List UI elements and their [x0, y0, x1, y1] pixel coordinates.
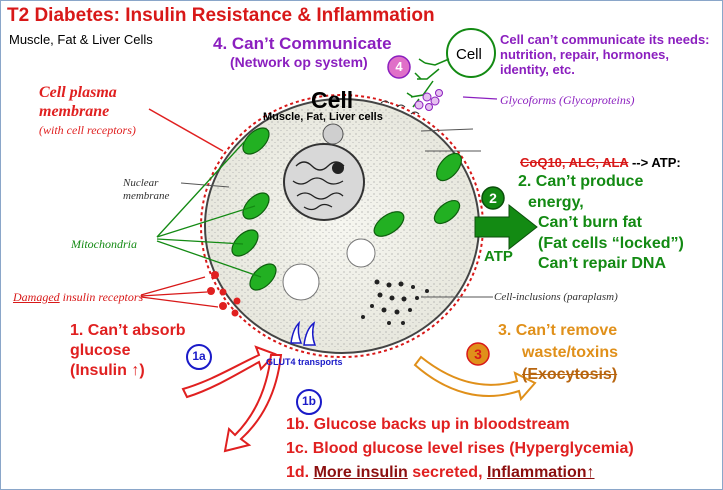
communicate-sub: (Network op system) [230, 54, 368, 70]
vacuole-1 [282, 263, 320, 301]
consequence-1d-mid: secreted, [407, 464, 487, 481]
damaged-receptors-label: Damaged insulin receptors [13, 290, 143, 305]
page-title: T2 Diabetes: Insulin Resistance & Inflam… [7, 5, 435, 26]
nuclear-line1: Nuclear [123, 177, 159, 189]
subtitle: Muscle, Fat & Liver Cells [9, 32, 153, 47]
damaged-rest: insulin receptors [59, 290, 144, 304]
vacuole-top [322, 123, 344, 145]
mitochondrion-5 [433, 199, 461, 225]
remove-line-2: waste/toxins [522, 344, 619, 361]
cell-subtitle: Muscle, Fat, Liver cells [263, 111, 383, 123]
plasma-membrane-label: Cell plasma membrane [39, 83, 117, 121]
energy-line-2: energy, [528, 193, 584, 211]
communicate-label: 4. Can’t Communicate [213, 34, 392, 53]
cell-texture [208, 102, 476, 350]
remove-line-3: (Exocytosis) [498, 364, 618, 386]
label-lines [140, 96, 498, 308]
badge-4-label: 4 [395, 59, 403, 74]
coq-strike: CoQ10, ALC, ALA [520, 155, 629, 170]
consequence-1d-prefix: 1d. [286, 464, 314, 481]
consequence-1d: 1d. More insulin secreted, Inflammation↑ [286, 461, 634, 485]
inclusions-label: Cell-inclusions (paraplasm) [494, 291, 618, 303]
energy-line-1: 2. Can’t produce [518, 173, 644, 190]
absorb-text: 1. Can’t absorb glucose (Insulin ↑) [70, 321, 186, 381]
mitochondrion-1 [242, 127, 270, 155]
badge-3-circle [466, 342, 490, 366]
plasma-sub-label: (with cell receptors) [39, 123, 136, 137]
needs-text: Cell can’t communicate its needs: nutrit… [500, 32, 710, 77]
energy-line-4: (Fat cells “locked”) [538, 234, 684, 252]
damaged-receptor-dots [207, 271, 241, 317]
plasma-line1: Cell plasma [39, 84, 117, 101]
nucleus [283, 143, 365, 221]
energy-arrow [474, 203, 538, 251]
glycoforms-label: Glycoforms (Glycoproteins) [500, 93, 635, 107]
nucleolus [332, 162, 344, 174]
absorb-line-1: 1. Can’t absorb [70, 322, 186, 339]
absorb-line-2: glucose [70, 342, 131, 359]
badge-1b-label: 1b [301, 394, 316, 408]
backup-arrow [223, 354, 283, 453]
coq-line: CoQ10, ALC, ALA --> ATP: [520, 155, 681, 170]
mitochondrion-7 [249, 263, 277, 291]
plasma-line2: membrane [39, 103, 110, 120]
glycoform-chains [406, 58, 450, 108]
nuclear-line2: membrane [123, 190, 170, 202]
mitochondria-group [231, 127, 462, 291]
plasma-pointer [148, 108, 224, 152]
waste-arrow [413, 355, 537, 402]
more-insulin: More insulin [313, 464, 408, 481]
exocytosis: (Exocytosis) [522, 366, 618, 383]
glut4-label: GLUT4 transports [266, 357, 343, 367]
glycoform-nodes [414, 89, 443, 111]
glut4-transporter [290, 320, 317, 346]
mitochondria-label: Mitochondria [71, 237, 137, 251]
mitochondrion-6 [231, 229, 259, 257]
consequence-1c: 1c. Blood glucose level rises (Hyperglyc… [286, 440, 634, 457]
badge-1b-circle [296, 389, 322, 415]
badge-3-label: 3 [474, 346, 482, 362]
mitochondrion-3 [242, 192, 270, 220]
nuclear-membrane-label: Nuclear membrane [123, 177, 169, 203]
cell-inclusions [361, 279, 429, 325]
chromatin [292, 161, 345, 211]
remove-line-1: 3. Can’t remove [498, 322, 618, 339]
atp-label: ATP [484, 248, 513, 265]
damaged-word: Damaged [13, 290, 60, 304]
badge-2-label: 2 [489, 190, 497, 206]
consequences-text: 1b. Glucose backs up in bloodstream 1c. … [286, 413, 634, 485]
consequence-1b: 1b. Glucose backs up in bloodstream [286, 416, 570, 433]
badge-2-circle [481, 186, 505, 210]
membrane-receptors [380, 100, 420, 115]
mitochondrion-2 [436, 152, 462, 182]
inflammation: Inflammation↑ [486, 464, 595, 481]
badge-1a-label: 1a [192, 349, 206, 363]
absorb-line-3: (Insulin ↑) [70, 362, 145, 379]
cell-title: Cell [311, 87, 354, 113]
small-cell [446, 28, 496, 78]
badge-4-circle [387, 55, 411, 79]
energy-line-3: Can’t burn fat [538, 214, 642, 231]
energy-text: 2. Can’t produce energy, Can’t burn fat … [518, 172, 684, 275]
mitochondrion-4 [373, 211, 405, 237]
badge-1a-circle [186, 344, 212, 370]
energy-line-5: Can’t repair DNA [538, 255, 667, 272]
coq-rest: --> ATP: [628, 155, 681, 170]
small-cell-label: Cell [456, 46, 482, 63]
vacuole-2 [346, 238, 376, 268]
remove-text: 3. Can’t remove waste/toxins (Exocytosis… [498, 320, 618, 386]
